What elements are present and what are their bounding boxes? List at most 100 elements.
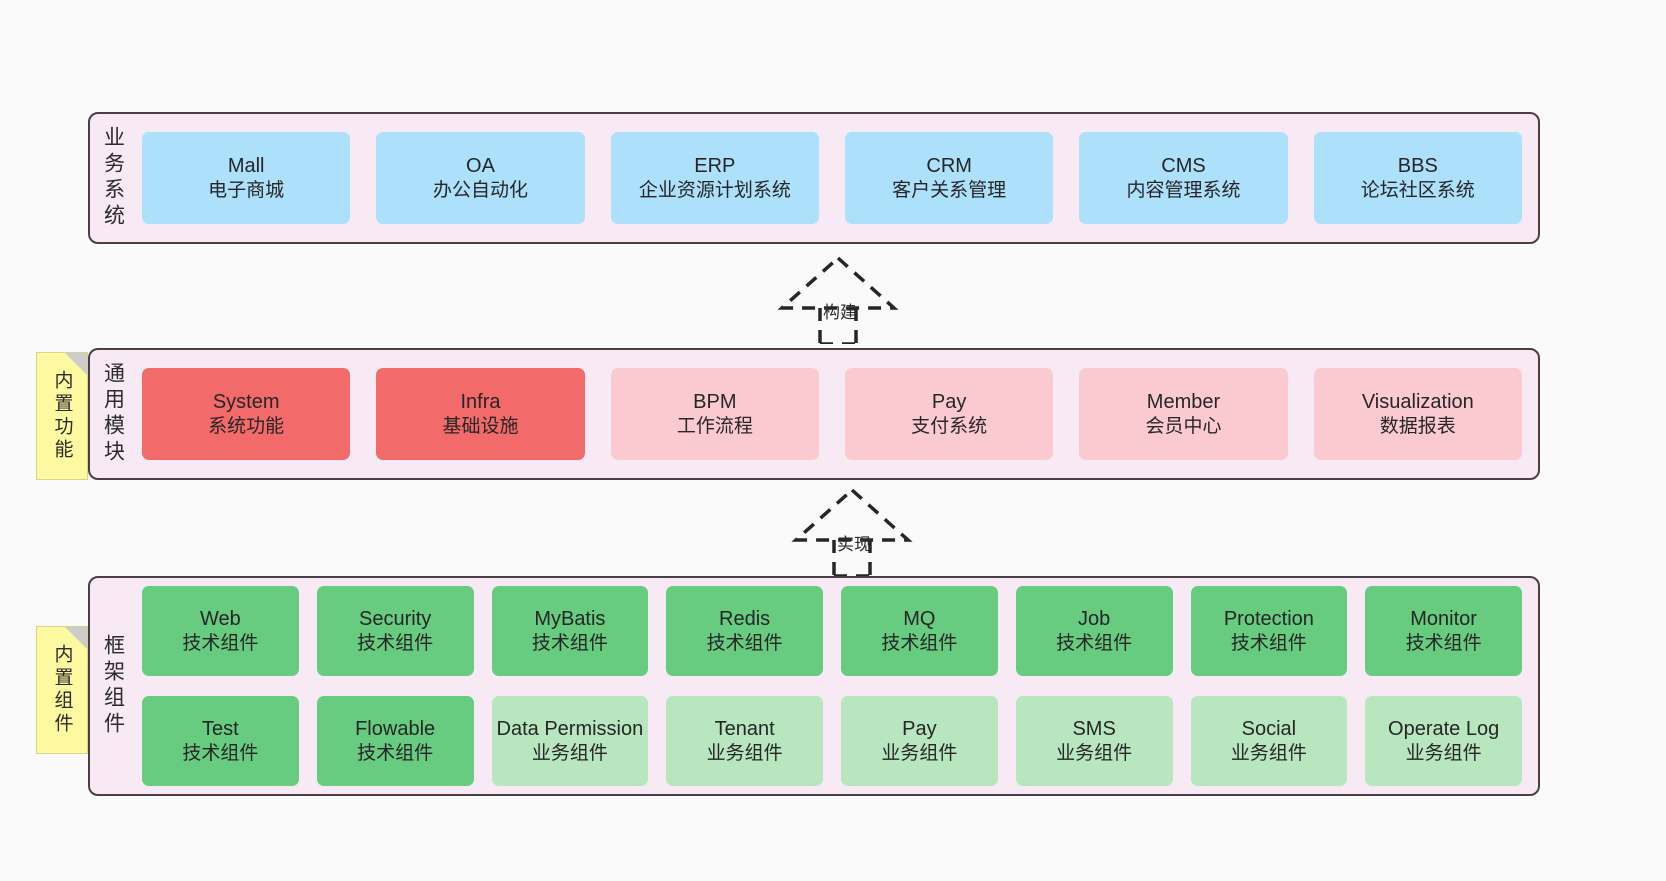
component-card-subtitle: 工作流程 bbox=[676, 415, 753, 437]
component-card-title: Protection bbox=[1223, 607, 1314, 630]
component-card-title: SMS bbox=[1072, 717, 1116, 740]
note-fold-corner-icon bbox=[65, 627, 87, 649]
component-card-title: Visualization bbox=[1361, 390, 1474, 413]
component-card-title: CMS bbox=[1161, 154, 1206, 177]
component-card-subtitle: 支付系统 bbox=[911, 415, 988, 437]
component-card-title: Test bbox=[202, 717, 239, 740]
note-builtin-function: 内置功能 bbox=[36, 352, 88, 480]
component-card-title: BBS bbox=[1397, 154, 1438, 177]
component-card-title: OA bbox=[466, 154, 495, 177]
component-card-title: Job bbox=[1078, 607, 1111, 630]
component-card-title: Pay bbox=[931, 390, 967, 413]
component-card-title: BPM bbox=[693, 390, 737, 413]
component-card-title: Social bbox=[1241, 717, 1297, 740]
component-card-subtitle: 技术组件 bbox=[357, 632, 434, 654]
build-arrow-label: 构建 bbox=[823, 303, 858, 322]
component-card-subtitle: 技术组件 bbox=[881, 632, 958, 654]
build-arrow: 构建 bbox=[758, 252, 918, 344]
component-card-subtitle: 业务组件 bbox=[1056, 742, 1133, 764]
framework-component-layer-title: 框架组件 bbox=[101, 634, 125, 738]
component-card-title: Tenant bbox=[714, 717, 775, 740]
component-card-title: Pay bbox=[902, 717, 937, 740]
component-card-subtitle: 技术组件 bbox=[357, 742, 434, 764]
note-builtin-component-label: 内置组件 bbox=[51, 644, 73, 736]
component-card-subtitle: 基础设施 bbox=[442, 415, 519, 437]
component-card-subtitle: 技术组件 bbox=[182, 632, 259, 654]
component-card-title: Web bbox=[199, 607, 241, 630]
component-card-title: Mall bbox=[227, 154, 265, 177]
component-card-subtitle: 业务组件 bbox=[531, 742, 608, 764]
component-card-title: MyBatis bbox=[534, 607, 606, 630]
build-arrow-glyph bbox=[777, 255, 899, 344]
component-card-subtitle: 系统功能 bbox=[208, 415, 285, 437]
implement-arrow: 实现 bbox=[772, 484, 932, 576]
component-card-title: Operate Log bbox=[1388, 717, 1500, 740]
component-card-subtitle: 会员中心 bbox=[1145, 415, 1222, 437]
component-card-subtitle: 技术组件 bbox=[1230, 632, 1307, 654]
component-card-title: System bbox=[212, 390, 280, 413]
component-card-title: MQ bbox=[903, 607, 936, 630]
component-card-subtitle: 技术组件 bbox=[182, 742, 259, 764]
note-fold-corner-icon bbox=[65, 353, 87, 375]
note-builtin-component: 内置组件 bbox=[36, 626, 88, 754]
implement-arrow-glyph bbox=[791, 487, 913, 576]
component-card-title: Redis bbox=[719, 607, 771, 630]
common-module-layer-title: 通用模块 bbox=[101, 362, 125, 466]
component-card-subtitle: 电子商城 bbox=[208, 179, 285, 201]
component-card-subtitle: 业务组件 bbox=[706, 742, 783, 764]
component-card-title: Monitor bbox=[1410, 607, 1477, 630]
component-card-title: ERP bbox=[694, 154, 736, 177]
component-card-subtitle: 客户关系管理 bbox=[892, 179, 1007, 201]
component-card-subtitle: 数据报表 bbox=[1379, 415, 1456, 437]
component-card-subtitle: 技术组件 bbox=[1056, 632, 1133, 654]
implement-arrow-label: 实现 bbox=[837, 535, 872, 554]
component-card-title: Infra bbox=[460, 390, 501, 413]
component-card-title: Member bbox=[1146, 390, 1221, 413]
component-card-subtitle: 技术组件 bbox=[1405, 632, 1482, 654]
component-card-subtitle: 技术组件 bbox=[706, 632, 783, 654]
component-card-subtitle: 业务组件 bbox=[1230, 742, 1307, 764]
component-card-subtitle: 业务组件 bbox=[881, 742, 958, 764]
component-card-subtitle: 技术组件 bbox=[531, 632, 608, 654]
component-card-subtitle: 业务组件 bbox=[1405, 742, 1482, 764]
component-card-title: Security bbox=[359, 607, 432, 630]
component-card-title: Data Permission bbox=[496, 717, 644, 740]
